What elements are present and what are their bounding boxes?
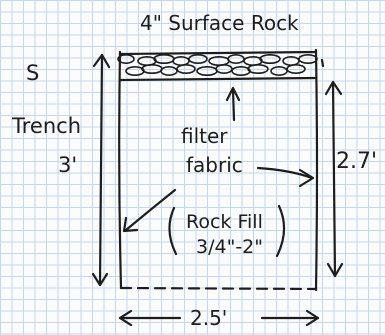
- surface-rock: [160, 66, 178, 77]
- trench-id-label: S: [26, 61, 39, 85]
- right-arrow-head-bottom: [326, 262, 344, 278]
- rock-layer-tick: [320, 58, 325, 68]
- rock-fill-paren-right: [275, 204, 286, 258]
- right-arrow-head-top: [324, 80, 343, 96]
- surface-rock: [188, 53, 208, 64]
- surface-rock: [176, 64, 196, 75]
- surface-rock: [141, 64, 163, 75]
- rock-fill-paren-left: [168, 206, 178, 256]
- filter-label: filter: [181, 124, 228, 148]
- trench-word-label: Trench: [11, 114, 81, 138]
- surface-rock: [227, 53, 245, 64]
- surface-rock: [172, 55, 190, 66]
- rock-fill-label: Rock Fill: [186, 211, 263, 233]
- surface-rock: [231, 66, 251, 77]
- surface-rock: [196, 66, 218, 77]
- surface-rock: [153, 53, 175, 64]
- surface-rock: [282, 55, 300, 66]
- width-arrow-head-left: [118, 309, 133, 327]
- surface-rock: [270, 66, 288, 77]
- surface-rock: [117, 53, 135, 64]
- fabric-label: fabric: [186, 153, 243, 177]
- fabric-leader-left-head: [122, 216, 139, 233]
- surface-rock: [125, 66, 145, 77]
- left-height-label: 3': [58, 153, 77, 177]
- trench-left-wall: [118, 50, 123, 290]
- surface-rock: [208, 55, 230, 66]
- right-height-label: 2.7': [336, 149, 377, 174]
- fabric-leader-left: [124, 188, 177, 232]
- surface-rock: [243, 55, 263, 66]
- surface-rock: [137, 55, 157, 66]
- fabric-leader-top: [231, 88, 236, 122]
- surface-rock: [259, 53, 281, 64]
- fabric-leader-right: [256, 166, 314, 180]
- filter-fabric-line: [118, 76, 318, 82]
- surface-rock: [286, 64, 306, 75]
- surface-rock: [215, 64, 233, 75]
- right-height-arrow: [331, 80, 337, 278]
- width-arrow-head-right: [305, 309, 320, 327]
- trench-right-wall: [314, 48, 319, 292]
- surface-rock: [298, 53, 318, 64]
- surface-rock-layer: [117, 53, 318, 77]
- left-height-arrow: [98, 53, 104, 287]
- fabric-leader-top-head: [225, 86, 241, 102]
- rock-size-label: 3/4"-2": [196, 236, 263, 258]
- left-arrow-head-bottom: [91, 272, 109, 287]
- surface-rock-label: 4" Surface Rock: [140, 11, 299, 35]
- surface-rock: [247, 64, 269, 75]
- trench-top-line: [118, 50, 318, 56]
- left-arrow-head-top: [92, 53, 111, 69]
- width-label: 2.5': [190, 306, 227, 330]
- fabric-leader-right-head: [298, 168, 315, 188]
- trench-bottom-dashed: [119, 286, 318, 291]
